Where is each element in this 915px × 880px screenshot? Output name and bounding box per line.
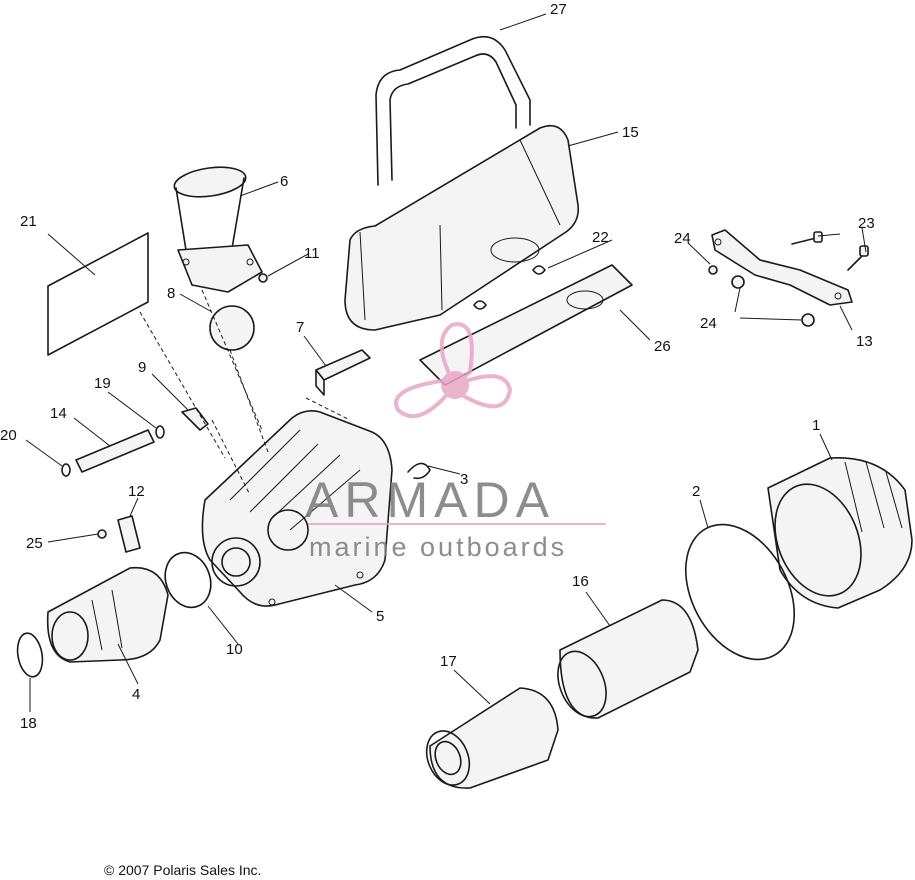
watermark-tagline: marine outboards: [309, 532, 567, 562]
callout-4: 4: [132, 686, 140, 703]
part-14-hose: [75, 429, 155, 473]
callout-25: 24: [674, 230, 691, 247]
callout-9: 9: [138, 359, 146, 376]
part-21-decal: [47, 232, 149, 356]
part-12-sensor: [117, 515, 141, 553]
part-24-25-nuts: [708, 265, 815, 327]
callout-15: 15: [622, 124, 639, 141]
part-22-clips: [473, 265, 546, 310]
callout-22: 22: [592, 229, 609, 246]
part-16-sleeve: [557, 599, 699, 719]
callout-27: 26: [654, 338, 671, 355]
callout-21: 21: [20, 213, 37, 230]
callout-28: 27: [550, 1, 567, 18]
part-9-fitting: [181, 407, 209, 431]
callout-19: 19: [94, 375, 111, 392]
callout-23: 23: [858, 215, 875, 232]
callout-2: 2: [692, 483, 700, 500]
callout-6: 6: [280, 173, 288, 190]
callout-1: 1: [812, 417, 820, 434]
callout-8: 8: [167, 285, 175, 302]
part-23-bolts: [791, 231, 869, 271]
callout-labels: 27 15 6 11 22 23 24 24 13 26 21 8 7 9 19…: [0, 1, 875, 732]
part-3-clamp: [407, 462, 431, 480]
part-6-snorkel: [173, 166, 263, 293]
part-13-bracket: [711, 229, 853, 306]
part-1-cap: [767, 456, 913, 609]
callout-16: 16: [572, 573, 589, 590]
callout-7: 7: [296, 319, 304, 336]
callout-12: 12: [128, 483, 145, 500]
callout-10: 10: [226, 641, 243, 658]
callout-11: 11: [304, 245, 320, 262]
part-11-screw: [258, 273, 268, 283]
callout-17: 17: [440, 653, 457, 670]
callout-24: 24: [700, 315, 717, 332]
part-2-oring: [684, 523, 796, 661]
copyright-notice: © 2007 Polaris Sales Inc.: [104, 862, 262, 878]
callout-20: 20: [0, 427, 17, 444]
callout-5: 5: [376, 608, 384, 625]
part-10-clamp: [164, 551, 212, 609]
part-7-block: [315, 349, 371, 396]
part-5-airbox: [201, 410, 393, 607]
part-15-cover: [344, 124, 580, 331]
leader-lines: [25, 13, 867, 712]
callout-18: 18: [20, 715, 37, 732]
part-19-clamp: [155, 425, 165, 439]
callout-13: 13: [856, 333, 873, 350]
watermark: ARMADA marine outboards: [305, 322, 606, 562]
part-26-screw: [97, 529, 107, 539]
callout-26: 25: [26, 535, 43, 552]
part-17-filter: [425, 687, 559, 789]
part-18-clamp: [16, 632, 44, 678]
part-8-ring: [209, 305, 255, 351]
callout-3: 3: [460, 471, 468, 488]
watermark-brand: ARMADA: [305, 472, 555, 528]
part-28-handle: [375, 35, 531, 186]
part-4-boot: [46, 566, 169, 663]
callout-14: 14: [50, 405, 67, 422]
part-20-clamp: [61, 463, 71, 477]
assembly-guides: [139, 289, 351, 496]
propeller-logo-icon: [394, 322, 513, 419]
